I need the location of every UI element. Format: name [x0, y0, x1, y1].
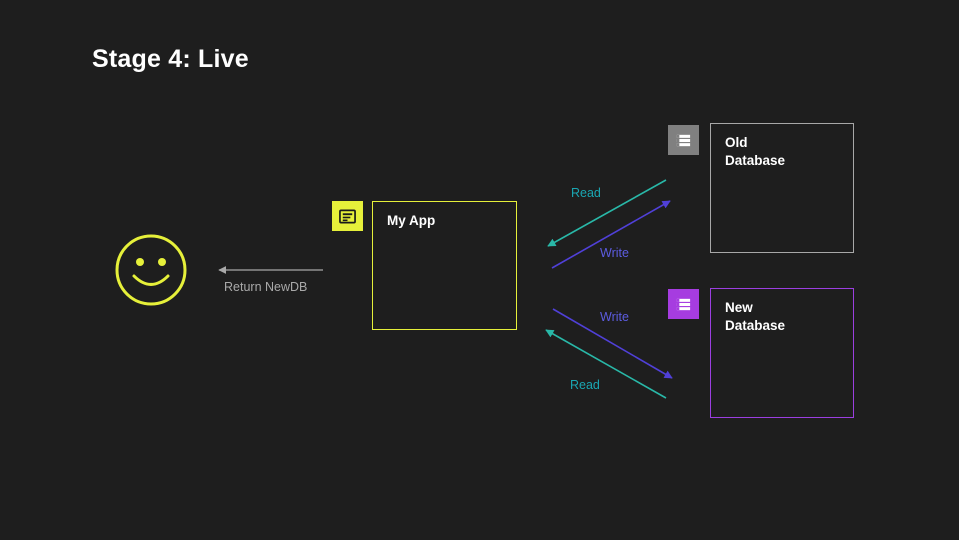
database-rows-icon	[676, 298, 691, 310]
new-database-icon-badge	[668, 289, 699, 319]
page-title: Stage 4: Live	[92, 45, 249, 73]
node-old-database[interactable]: Old Database	[710, 123, 854, 253]
edge-label-read-old: Read	[571, 186, 601, 200]
app-icon-badge	[332, 201, 363, 231]
edge-read-old	[547, 179, 667, 247]
database-rows-icon	[676, 134, 691, 146]
edge-label-return-newdb: Return NewDB	[224, 280, 308, 294]
node-new-database[interactable]: New Database	[710, 288, 854, 418]
node-old-database-title: Old Database	[725, 135, 786, 168]
old-database-icon-badge	[668, 125, 699, 155]
edge-label-write-new: Write	[600, 310, 629, 324]
document-card-icon	[339, 209, 356, 223]
edge-label-read-new: Read	[570, 378, 600, 392]
edge-label-write-old: Write	[600, 246, 629, 260]
node-my-app-title: My App	[387, 213, 436, 228]
node-new-database-title: New Database	[725, 300, 786, 333]
node-my-app[interactable]: My App	[372, 201, 517, 330]
edge-read-new	[545, 329, 667, 399]
smiley-face-icon	[115, 234, 187, 306]
